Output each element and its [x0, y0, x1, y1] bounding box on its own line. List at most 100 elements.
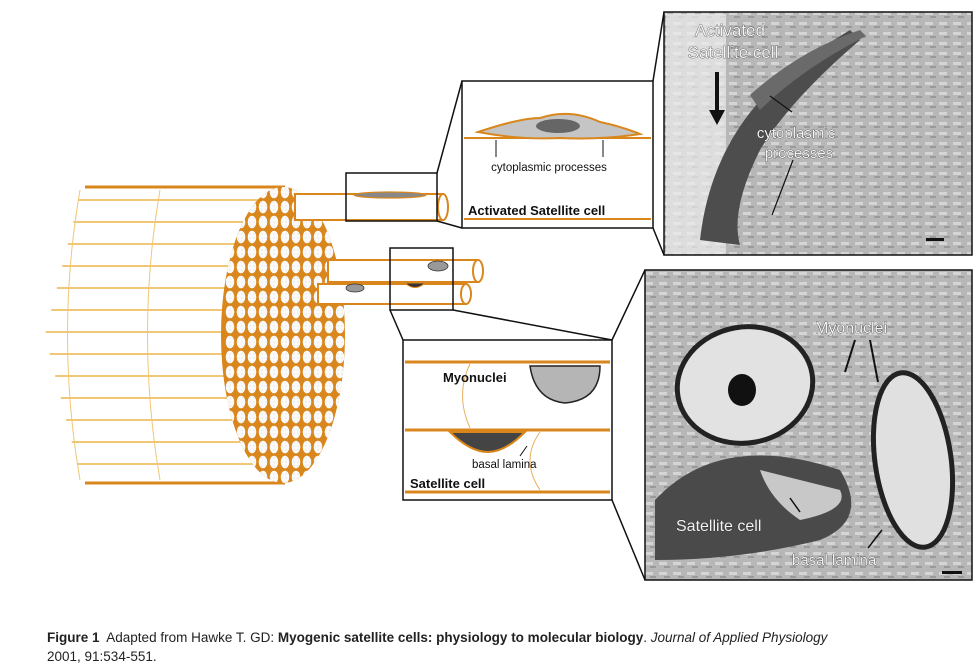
fiber-cross-section [258, 470, 268, 483]
fiber-cross-section [302, 260, 312, 274]
fiber-cross-section [313, 260, 323, 274]
fiber-cross-section [280, 380, 290, 394]
fiber-cross-section [236, 395, 246, 409]
photo-label-processes-2: processes [765, 145, 833, 162]
fiber-cross-section [280, 187, 290, 199]
fiber-cross-section [313, 470, 323, 483]
fiber-cross-section [280, 455, 290, 469]
fiber-cross-section [335, 395, 345, 409]
fiber-cross-section [335, 335, 345, 349]
fiber-cross-section [225, 245, 235, 259]
fiber-cross-section [236, 380, 246, 394]
fiber-cross-section [335, 350, 345, 364]
fiber-cross-section [291, 455, 301, 469]
fiber-cross-section [247, 455, 257, 469]
fiber-cross-section [247, 215, 257, 229]
fiber-cross-section [280, 335, 290, 349]
fiber-cross-section [313, 350, 323, 364]
fiber-cross-section [302, 395, 312, 409]
micrograph-quiescent: Myonuclei Satellite cell basal lamina [644, 269, 973, 581]
fiber-cross-section [225, 365, 235, 379]
fiber-cross-section [247, 470, 257, 483]
fiber-cross-section [335, 470, 345, 483]
fiber-cross-section [247, 395, 257, 409]
caption-journal: Journal of Applied Physiology [650, 630, 828, 645]
fiber-cross-section [291, 230, 301, 244]
fiber-cross-section [269, 455, 279, 469]
fiber-cross-section [236, 275, 246, 289]
fiber-cross-section [269, 365, 279, 379]
fiber-cross-section [324, 320, 334, 334]
photo-label-activated-2: Satellite cell [688, 43, 779, 62]
fiber-cross-section [280, 245, 290, 259]
caption-prefix: Adapted from Hawke T. GD: [106, 630, 275, 645]
fiber-cross-section [324, 395, 334, 409]
fiber-cross-section [313, 425, 323, 439]
figure-caption: Figure 1 Adapted from Hawke T. GD: Myoge… [47, 630, 828, 664]
fiber-cross-section [247, 320, 257, 334]
fiber-cross-section [291, 335, 301, 349]
fiber-cross-section [313, 305, 323, 319]
fiber-cross-section [313, 320, 323, 334]
zoom-connectors [345, 11, 665, 581]
fiber-cross-section [247, 365, 257, 379]
fiber-cross-section [335, 425, 345, 439]
fiber-cross-section [269, 470, 279, 483]
fiber-cross-section [269, 275, 279, 289]
fiber-cross-section [291, 410, 301, 424]
fiber-cross-section [324, 245, 334, 259]
fiber-cross-section [313, 365, 323, 379]
fiber-cross-section [313, 335, 323, 349]
fiber-cross-section [236, 410, 246, 424]
fiber-cross-section [247, 275, 257, 289]
fiber-cross-section [302, 455, 312, 469]
fiber-cross-section [280, 410, 290, 424]
fiber-cross-section [302, 275, 312, 289]
fiber-cross-section [247, 335, 257, 349]
fiber-cross-section [302, 470, 312, 483]
fiber-cross-section [335, 410, 345, 424]
photo-label-processes-1: cytoplasmic [757, 125, 836, 142]
fiber-cross-section [247, 425, 257, 439]
micrograph-activated: Activated Satellite cell cytoplasmic pro… [663, 11, 973, 256]
fiber-cross-section [269, 200, 279, 214]
fiber-cross-section [225, 350, 235, 364]
fiber-cross-section [302, 425, 312, 439]
caption-figure-label: Figure 1 [47, 630, 100, 645]
fiber-cross-section [335, 455, 345, 469]
fiber-cross-section [258, 215, 268, 229]
fiber-cross-section [280, 320, 290, 334]
fiber-cross-section [335, 245, 345, 259]
label-basal-lamina: basal lamina [472, 459, 537, 471]
fiber-cross-section [324, 470, 334, 483]
fiber-cross-section [258, 440, 268, 454]
fiber-cross-section [247, 245, 257, 259]
fiber-cross-section [324, 365, 334, 379]
fiber-cross-section [258, 275, 268, 289]
fiber-cross-section [291, 425, 301, 439]
fiber-cross-section [280, 470, 290, 483]
fiber-cross-section [225, 290, 235, 304]
fiber-cross-section [236, 455, 246, 469]
fiber-cross-section [225, 410, 235, 424]
fiber-cross-section [291, 440, 301, 454]
fiber-cross-section [291, 260, 301, 274]
fiber-cross-section [236, 305, 246, 319]
inset-title-activated: Activated Satellite cell [468, 203, 605, 218]
fiber-cross-section [269, 350, 279, 364]
fiber-cross-section [335, 380, 345, 394]
fiber-cross-section [269, 335, 279, 349]
fiber-cross-section [225, 275, 235, 289]
fiber-cross-section [236, 245, 246, 259]
fiber-cross-section [280, 290, 290, 304]
fiber-cross-section [247, 410, 257, 424]
fiber-cross-section [258, 380, 268, 394]
fiber-cross-section [335, 320, 345, 334]
fiber-cross-section [236, 350, 246, 364]
fiber-cross-section [258, 305, 268, 319]
fiber-cross-section [313, 440, 323, 454]
fiber-cross-section [225, 320, 235, 334]
fiber-cross-section [258, 230, 268, 244]
fiber-cross-section [225, 335, 235, 349]
fiber-cross-section [258, 260, 268, 274]
